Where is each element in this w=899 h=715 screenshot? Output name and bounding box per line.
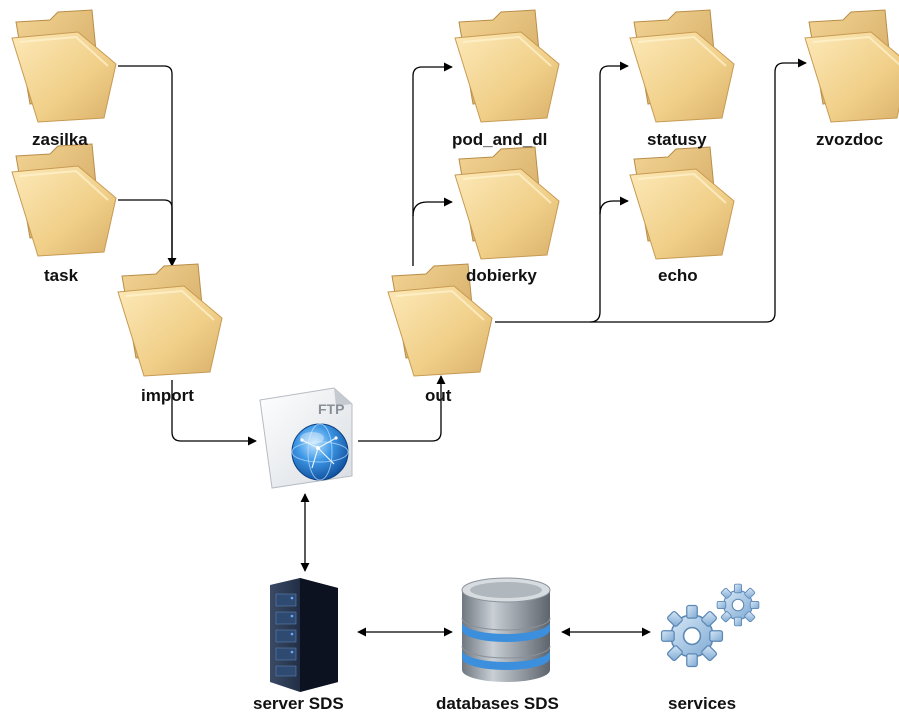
edge-out-statusy <box>589 61 629 323</box>
label-server-sds: server SDS <box>253 694 344 713</box>
folder-icon-pod-and-dl[interactable] <box>454 9 560 123</box>
label-zasilka: zasilka <box>32 130 88 149</box>
folder-icon-zvozdoc[interactable] <box>804 9 899 123</box>
connectors <box>118 58 807 637</box>
folder-icon-zasilka[interactable] <box>11 9 117 123</box>
folder-icon-import[interactable] <box>117 263 223 377</box>
gears-icon[interactable] <box>660 583 760 668</box>
edge-import-ftp <box>171 380 257 446</box>
label-services: services <box>668 694 737 713</box>
folder-icon-dobierky[interactable] <box>454 146 560 260</box>
label-import: import <box>141 386 194 405</box>
folder-icon-task[interactable] <box>11 143 117 257</box>
label-pod-and-dl: pod_and_dl <box>452 130 548 149</box>
edge-out-zvozdoc <box>495 58 807 323</box>
ftp-globe-icon[interactable]: FTP <box>259 387 353 489</box>
label-echo: echo <box>658 266 698 285</box>
server-icon[interactable] <box>270 578 338 692</box>
edge-out-echo <box>599 196 629 215</box>
edge-zasilka-import <box>118 65 177 267</box>
label-databases-sds: databases SDS <box>436 694 559 713</box>
label-task: task <box>44 266 79 285</box>
label-statusy: statusy <box>647 130 707 149</box>
edge-out-dobierky <box>412 197 453 217</box>
ftp-label: FTP <box>318 401 344 417</box>
folder-icon-echo[interactable] <box>629 146 735 260</box>
edge-task-import <box>118 199 173 266</box>
database-icon[interactable] <box>461 577 551 682</box>
edge-ftp-out <box>358 375 446 442</box>
label-dobierky: dobierky <box>466 266 537 285</box>
folder-icon-statusy[interactable] <box>629 9 735 123</box>
edge-out-pod-and-dl <box>412 62 453 266</box>
label-zvozdoc: zvozdoc <box>816 130 884 149</box>
label-out: out <box>425 386 452 405</box>
